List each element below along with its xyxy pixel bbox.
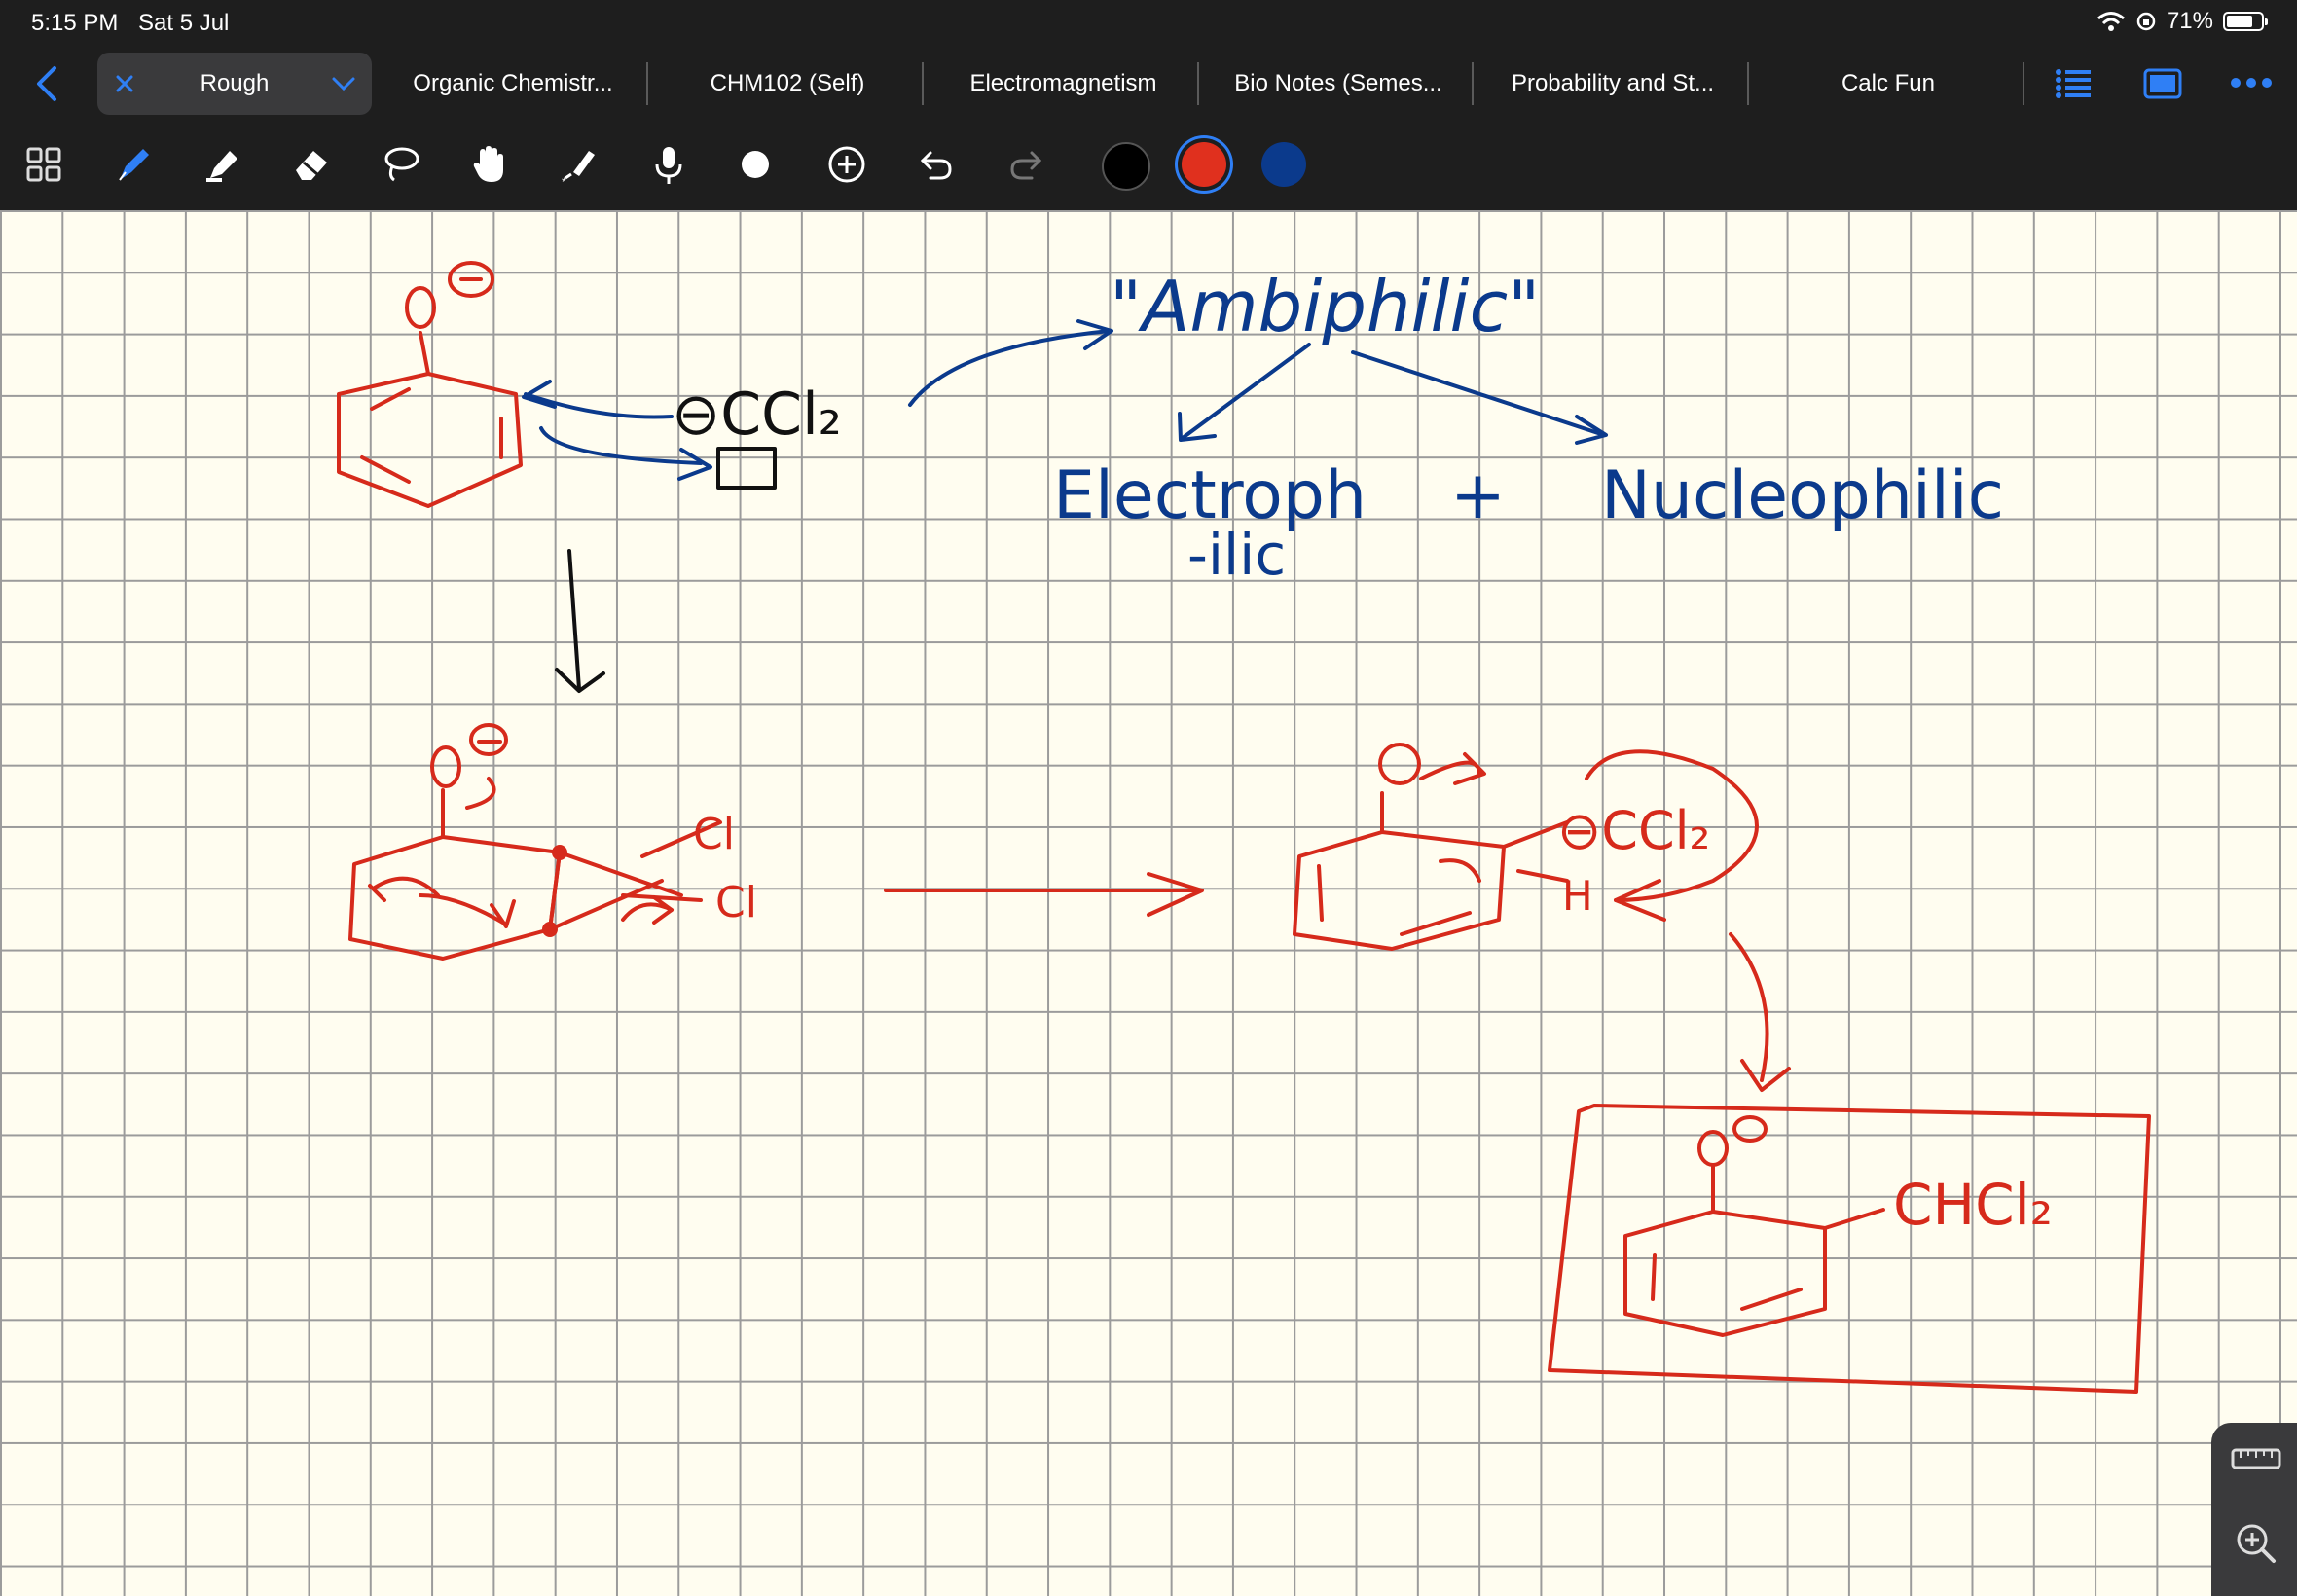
intermediate-ring <box>348 723 1204 961</box>
ambiphilic-label: "Ambiphilic" <box>1110 266 1540 347</box>
tab-calc-fun[interactable]: Calc Fun <box>1752 53 2024 115</box>
tab-separator <box>1472 62 1474 105</box>
cl-top-label: Cl <box>693 810 735 859</box>
tab-separator <box>1197 62 1199 105</box>
shapes-icon[interactable] <box>733 140 782 189</box>
tab-label: Probability and St... <box>1511 70 1715 96</box>
laser-pointer-icon[interactable]: * <box>555 140 603 189</box>
battery-icon <box>2223 12 2268 31</box>
ruler-icon[interactable] <box>2231 1444 2281 1473</box>
add-icon[interactable] <box>822 140 871 189</box>
product-box <box>1548 1104 2151 1394</box>
handwriting-layer: ⊖CCl₂ "Ambiphilic" Electroph -ilic + Nuc… <box>337 261 2151 1394</box>
h-label: H <box>1562 872 1593 920</box>
blue-arrows <box>522 319 1608 481</box>
orientation-lock-icon <box>2136 12 2156 31</box>
status-right: 71% <box>2096 8 2268 35</box>
tab-electromagnetism[interactable]: Electromagnetism <box>927 53 1200 115</box>
back-chevron-icon[interactable] <box>27 62 66 105</box>
right-intermediate <box>1293 743 1791 1092</box>
highlighter-icon[interactable] <box>198 140 246 189</box>
tab-label: CHM102 (Self) <box>710 70 865 96</box>
color-swatch-blue[interactable] <box>1261 142 1306 187</box>
phenoxide-ring <box>337 261 523 508</box>
more-icon[interactable] <box>2229 76 2274 90</box>
battery-percent: 71% <box>2166 8 2213 34</box>
color-swatch-red[interactable] <box>1182 142 1226 187</box>
tab-bio-notes[interactable]: Bio Notes (Semes... <box>1202 53 1475 115</box>
status-time: 5:15 PM <box>31 10 119 36</box>
black-ink <box>555 447 777 693</box>
tab-label: Organic Chemistr... <box>413 70 613 96</box>
color-swatch-black[interactable] <box>1102 142 1150 191</box>
pen-icon[interactable] <box>109 140 158 189</box>
hand-icon[interactable] <box>465 140 514 189</box>
notebook-tab-bar: Rough Organic Chemistr... CHM102 (Self) … <box>0 47 2297 123</box>
ccl2-second-label: ⊖CCl₂ <box>1557 800 1710 861</box>
drawing-toolbar: * <box>0 123 2297 210</box>
tab-rough[interactable]: Rough <box>97 53 372 115</box>
grid-icon[interactable] <box>19 140 68 189</box>
undo-icon[interactable] <box>912 140 961 189</box>
side-tools-panel <box>2211 1423 2297 1596</box>
tab-chm102[interactable]: CHM102 (Self) <box>651 53 924 115</box>
tab-label: Bio Notes (Semes... <box>1234 70 1442 96</box>
svg-text:*: * <box>562 175 566 186</box>
status-bar: 5:15 PM Sat 5 Jul 71% <box>0 0 2297 47</box>
redo-icon[interactable] <box>1002 140 1050 189</box>
tab-separator <box>646 62 648 105</box>
plus-label: + <box>1450 457 1506 534</box>
eraser-icon[interactable] <box>287 140 336 189</box>
status-date: Sat 5 Jul <box>138 10 230 36</box>
close-icon[interactable] <box>113 72 136 95</box>
electrophilic-label: Electroph <box>1053 457 1367 534</box>
zoom-icon[interactable] <box>2233 1520 2279 1567</box>
tab-label: Rough <box>200 70 270 96</box>
page-view-icon[interactable] <box>2143 68 2182 99</box>
tab-separator <box>1747 62 1749 105</box>
tab-label: Electromagnetism <box>969 70 1157 96</box>
tab-separator <box>2023 62 2024 105</box>
tab-organic-chemistry[interactable]: Organic Chemistr... <box>384 53 641 115</box>
wifi-icon <box>2096 12 2125 31</box>
product-label: CHCl₂ <box>1893 1172 2053 1238</box>
electrophilic-suffix-label: -ilic <box>1187 522 1286 588</box>
tab-probability[interactable]: Probability and St... <box>1477 53 1749 115</box>
cl-bottom-label: Cl <box>715 878 757 927</box>
tab-separator <box>922 62 924 105</box>
nucleophilic-label: Nucleophilic <box>1601 457 2004 534</box>
ccl2-label: ⊖CCl₂ <box>672 381 842 449</box>
tab-label: Calc Fun <box>1841 70 1936 96</box>
list-icon[interactable] <box>2054 66 2093 101</box>
note-canvas[interactable]: ⊖CCl₂ "Ambiphilic" Electroph -ilic + Nuc… <box>0 210 2297 1596</box>
microphone-icon[interactable] <box>644 140 693 189</box>
chevron-down-icon[interactable] <box>331 74 356 93</box>
lasso-icon[interactable] <box>376 140 424 189</box>
